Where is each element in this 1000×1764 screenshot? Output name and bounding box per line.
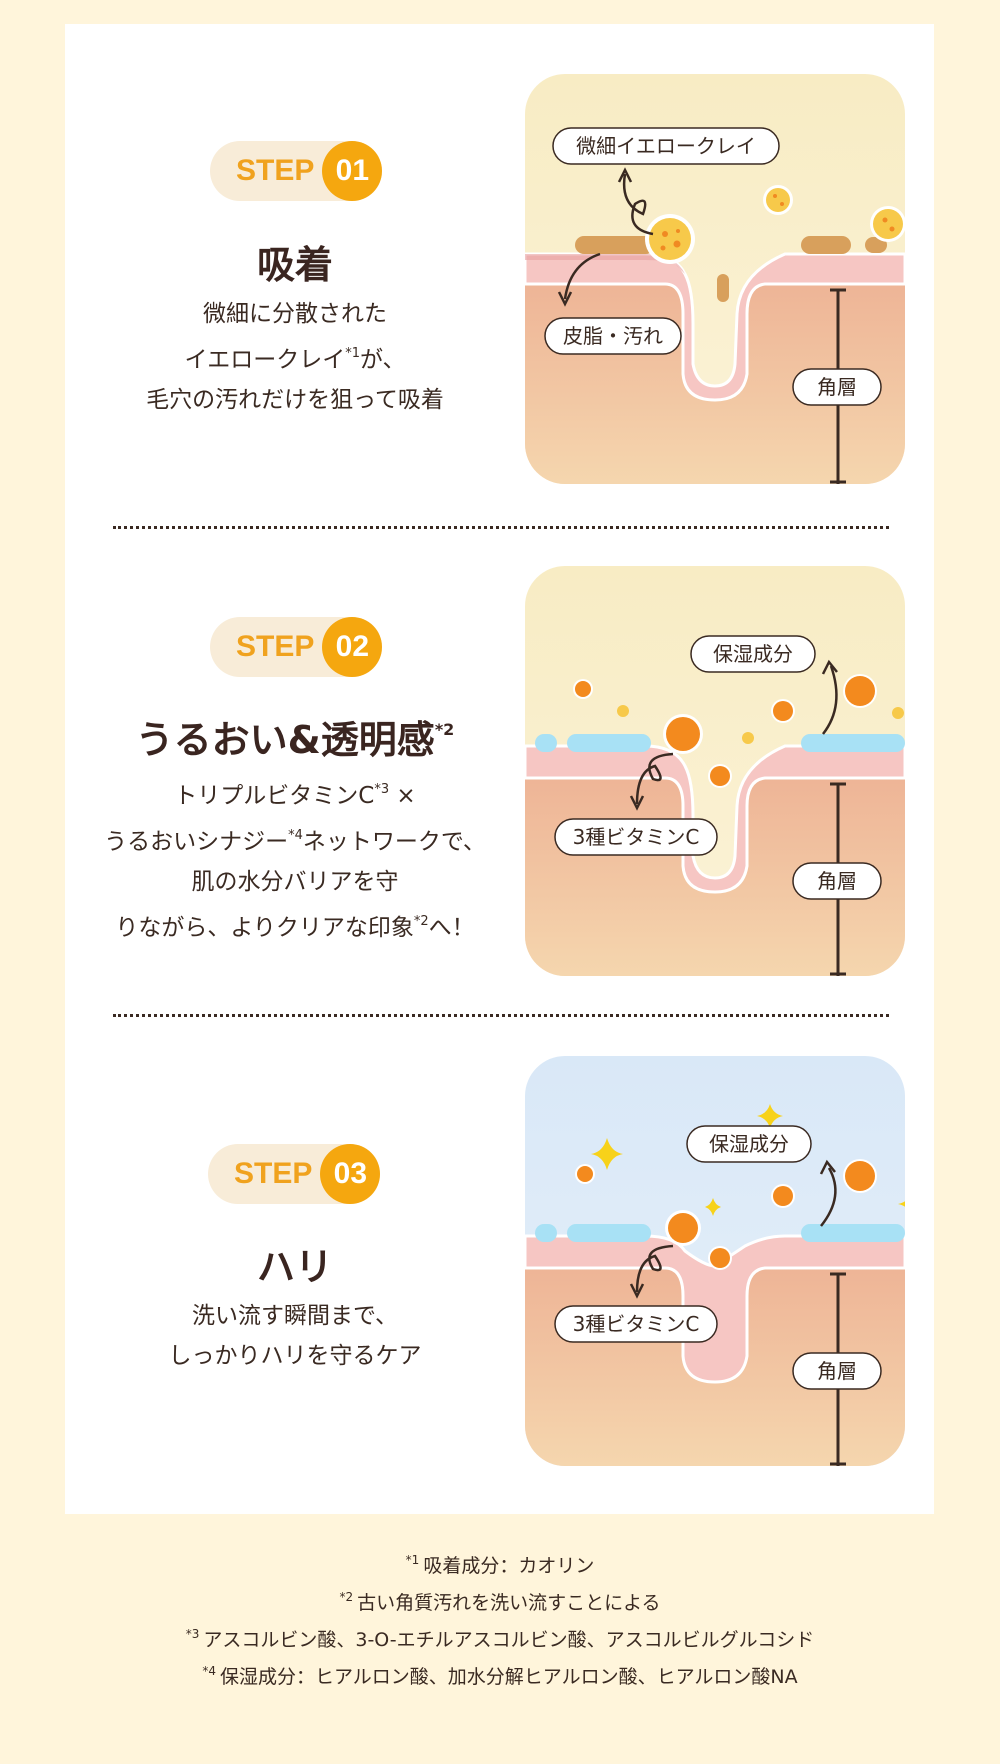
step-badge-label: STEP [236, 630, 315, 663]
step-title-text: うるおい&透明感 [135, 718, 435, 762]
label-dirt: 皮脂・汚れ [563, 324, 663, 348]
firmness-illustration: 保湿成分 3種ビタミンC 角層 [525, 1056, 905, 1466]
desc-line: 肌の水分バリアを守 [191, 869, 399, 895]
label-vitamin: 3種ビタミンC [573, 825, 700, 849]
label-vitamin: 3種ビタミンC [573, 1312, 700, 1336]
step-badge: STEP 02 [210, 617, 383, 677]
steps-card: STEP 01 吸着 微細に分散された イエロークレイ*1が、 毛穴の汚れだけを… [65, 24, 934, 1514]
sparkle-icon [705, 1198, 721, 1216]
desc-line: イエロークレイ*1が、 [184, 346, 406, 373]
step-badge: STEP 03 [208, 1144, 381, 1204]
label-moisture: 保湿成分 [713, 642, 793, 666]
step-title: ハリ [65, 1236, 525, 1291]
step-title-text: 吸着 [256, 243, 333, 287]
step-badge-number: 01 [322, 141, 383, 201]
step-title: うるおい&透明感*2 [65, 709, 525, 764]
label-moisture: 保湿成分 [709, 1132, 789, 1156]
step-description: トリプルビタミンC*3 × うるおいシナジー*4ネットワークで、 肌の水分バリア… [65, 770, 525, 948]
label-clay: 微細イエロークレイ [576, 134, 756, 158]
step-title: 吸着 [65, 234, 525, 289]
desc-line: りながら、よりクリアな印象*2へ！ [115, 914, 475, 941]
footnote-ref: *2 [434, 720, 455, 739]
step-badge-number: 03 [320, 1144, 381, 1204]
desc-line: しっかりハリを守るケア [168, 1343, 422, 1369]
desc-line: うるおいシナジー*4ネットワークで、 [104, 828, 486, 855]
step-badge-label: STEP [234, 1157, 313, 1190]
step-badge-label: STEP [236, 154, 315, 187]
desc-line: トリプルビタミンC*3 × [174, 782, 416, 809]
step-badge-number: 02 [322, 617, 383, 677]
step-badge: STEP 01 [210, 141, 383, 201]
vitamin-particle-icon [663, 714, 703, 754]
clay-particle-icon [645, 214, 695, 264]
desc-line: 洗い流す瞬間まで、 [191, 1303, 399, 1329]
absorption-illustration: 微細イエロークレイ 皮脂・汚れ 角層 [525, 74, 905, 484]
step-01: STEP 01 吸着 微細に分散された イエロークレイ*1が、 毛穴の汚れだけを… [65, 24, 934, 524]
desc-line: 微細に分散された [203, 301, 387, 327]
label-layer: 角層 [817, 1359, 857, 1383]
footnote-ref: *1 [345, 346, 360, 361]
desc-line: 毛穴の汚れだけを狙って吸着 [146, 387, 444, 413]
sparkle-icon [898, 1201, 905, 1207]
dotted-divider [113, 1014, 889, 1017]
label-layer: 角層 [817, 375, 857, 399]
sparkle-icon [757, 1104, 783, 1128]
label-layer: 角層 [817, 869, 857, 893]
step-description: 洗い流す瞬間まで、 しっかりハリを守るケア [65, 1296, 525, 1376]
step-description: 微細に分散された イエロークレイ*1が、 毛穴の汚れだけを狙って吸着 [65, 294, 525, 420]
sparkle-icon [591, 1138, 623, 1170]
dotted-divider [113, 526, 889, 529]
step-title-text: ハリ [256, 1245, 333, 1289]
moisture-illustration: 保湿成分 3種ビタミンC 角層 [525, 566, 905, 976]
